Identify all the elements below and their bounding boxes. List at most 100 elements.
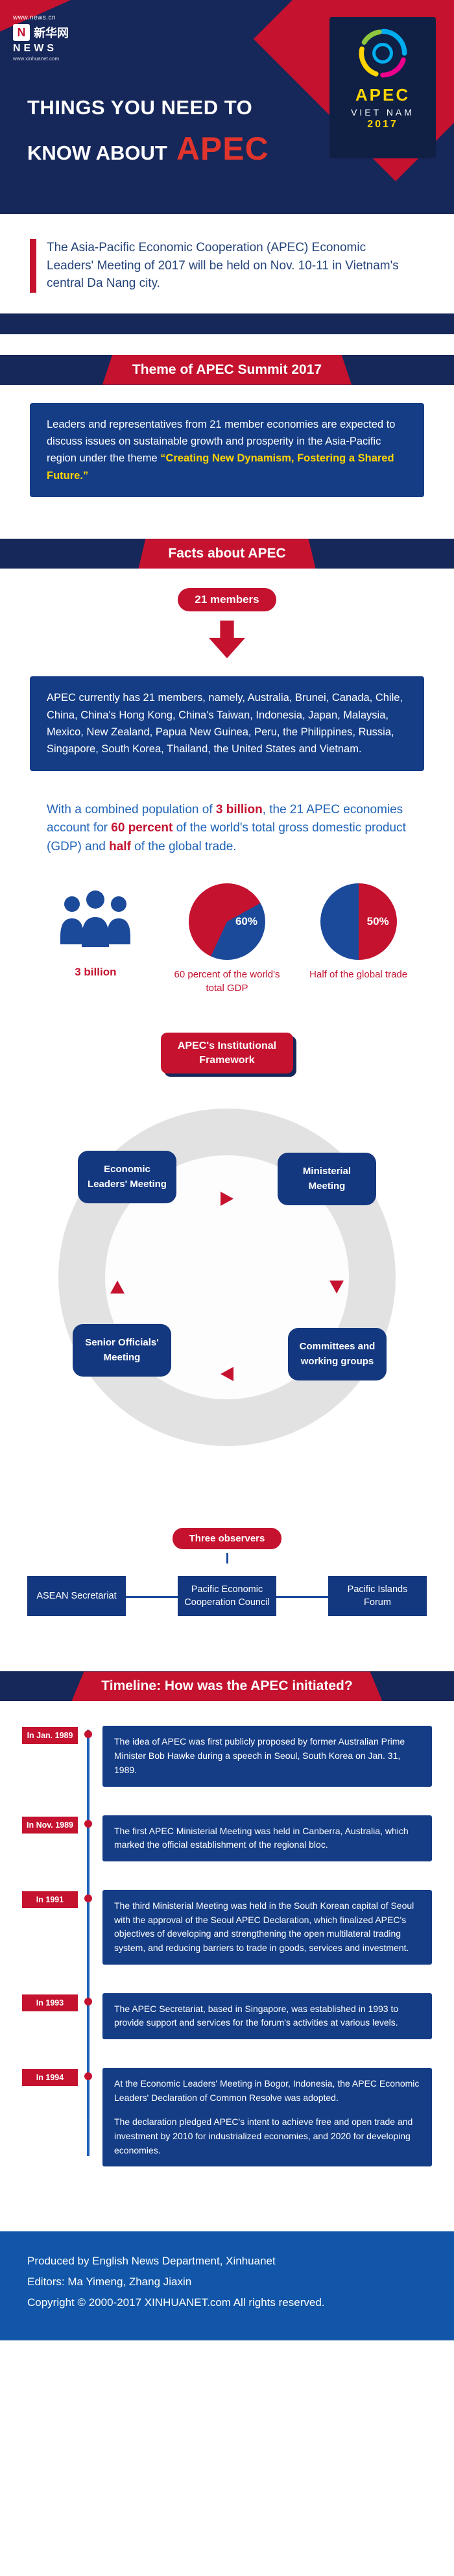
framework-badge-line1: APEC's Institutional bbox=[177, 1040, 277, 1052]
facts-banner: Facts about APEC bbox=[0, 539, 454, 569]
timeline-text-box: The APEC Secretariat, based in Singapore… bbox=[102, 1993, 432, 2040]
title-line2: KNOW ABOUT APEC bbox=[27, 130, 269, 167]
trade-stat-label: Half of the global trade bbox=[309, 969, 408, 981]
footer: Produced by English News Department, Xin… bbox=[0, 2231, 454, 2341]
population-text: With a combined population of bbox=[47, 802, 216, 816]
apec-swirl-icon bbox=[359, 29, 407, 78]
timeline-text-box: The idea of APEC was first publicly prop… bbox=[102, 1726, 432, 1787]
footer-copyright: Copyright © 2000-2017 XINHUANET.com All … bbox=[27, 2296, 325, 2309]
flow-arrow-icon bbox=[110, 1281, 125, 1294]
apec-2017-logo: APEC VIET NAM 2017 bbox=[329, 17, 436, 158]
population-text: , the 21 APEC economies account for bbox=[47, 802, 403, 835]
population-text: of the world's total gross domestic prod… bbox=[47, 821, 406, 853]
xinhuanet-url: www.xinhuanet.com bbox=[13, 56, 60, 62]
population-highlight-3: half bbox=[109, 839, 131, 853]
title-line1: THINGS YOU NEED TO bbox=[27, 96, 253, 119]
framework-badge-line2: Framework bbox=[199, 1054, 255, 1066]
site-url: www.news.cn bbox=[13, 14, 56, 21]
gdp-stat-label: 60 percent of the world's total GDP bbox=[174, 969, 280, 994]
xinhua-cn-wordmark: 新华网 bbox=[34, 27, 69, 40]
news-wordmark: NEWS bbox=[13, 43, 57, 54]
framework-diagram: Economic Leaders' Meeting Ministerial Me… bbox=[0, 1089, 454, 1504]
timeline-text-box: The third Ministerial Meeting was held i… bbox=[102, 1889, 432, 1965]
page-title: THINGS YOU NEED TO KNOW ABOUT APEC bbox=[27, 96, 269, 167]
xinhuanet-logo[interactable]: www.news.cn N 新华网 NEWS www.xinhuanet.com bbox=[13, 14, 69, 62]
theme-banner-title: Theme of APEC Summit 2017 bbox=[102, 354, 352, 385]
timeline-text: The idea of APEC was first publicly prop… bbox=[114, 1736, 405, 1775]
flow-arrow-icon bbox=[221, 1192, 233, 1207]
people-icon bbox=[60, 890, 131, 948]
footer-editors: Editors: Ma Yimeng, Zhang Jiaxin bbox=[27, 2275, 192, 2288]
timeline-item: In 1991 The third Ministerial Meeting wa… bbox=[22, 1889, 432, 1965]
timeline-date-badge: In 1991 bbox=[22, 1891, 78, 1908]
infographic-page: www.news.cn N 新华网 NEWS www.xinhuanet.com… bbox=[0, 0, 454, 2341]
gdp-stat: 60% 60 percent of the world's total GDP bbox=[165, 883, 289, 995]
logo-row: N 新华网 bbox=[13, 24, 69, 41]
population-highlight-2: 60 percent bbox=[111, 821, 173, 835]
observers-connector bbox=[226, 1553, 228, 1564]
apec-vietnam-2017-badge: APEC VIET NAM 2017 bbox=[253, 0, 454, 214]
badge-year-text: 2017 bbox=[367, 119, 398, 130]
timeline-banner: Timeline: How was the APEC initiated? bbox=[0, 1671, 454, 1702]
apec-wordmark: APEC bbox=[176, 130, 269, 167]
theme-banner: Theme of APEC Summit 2017 bbox=[0, 354, 454, 385]
timeline-line bbox=[87, 1730, 90, 2157]
population-stat: 3 billion bbox=[34, 883, 158, 980]
timeline-item: In Nov. 1989 The first APEC Ministerial … bbox=[22, 1815, 432, 1861]
badge-country-text: VIET NAM bbox=[351, 107, 414, 117]
observer-box-pacific-islands-forum: Pacific Islands Forum bbox=[328, 1576, 427, 1617]
intro-paragraph: The Asia-Pacific Economic Cooperation (A… bbox=[30, 239, 409, 293]
population-paragraph: With a combined population of 3 billion,… bbox=[47, 801, 407, 857]
timeline-banner-title: Timeline: How was the APEC initiated? bbox=[71, 1671, 383, 1702]
timeline-text: The declaration pledged APEC's intent to… bbox=[114, 2116, 413, 2155]
framework-badge: APEC's Institutional Framework bbox=[160, 1033, 294, 1074]
timeline-item: In Jan. 1989 The idea of APEC was first … bbox=[22, 1726, 432, 1787]
bubble-ministerial-meeting: Ministerial Meeting bbox=[278, 1153, 376, 1206]
flow-arrow-icon bbox=[329, 1281, 344, 1294]
footer-produced-by: Produced by English News Department, Xin… bbox=[27, 2255, 276, 2268]
timeline-text: At the Economic Leaders' Meeting in Bogo… bbox=[114, 2078, 420, 2103]
xinhua-n-icon: N bbox=[13, 24, 30, 41]
divider-bar bbox=[0, 313, 454, 334]
timeline-text: The first APEC Ministerial Meeting was h… bbox=[114, 1825, 409, 1850]
timeline-dot bbox=[84, 1894, 92, 1902]
down-arrow-icon bbox=[209, 620, 245, 659]
population-stat-label: 3 billion bbox=[75, 966, 117, 979]
facts-banner-title: Facts about APEC bbox=[138, 539, 316, 569]
timeline-text: The third Ministerial Meeting was held i… bbox=[114, 1900, 414, 1953]
timeline-dot bbox=[84, 1730, 92, 1739]
timeline-date-badge: In Jan. 1989 bbox=[22, 1727, 78, 1745]
observers-row: ASEAN Secretariat Pacific Economic Coope… bbox=[27, 1564, 427, 1628]
trade-stat: 50% Half of the global trade bbox=[296, 883, 420, 981]
theme-text: Leaders and representatives from 21 memb… bbox=[47, 418, 396, 465]
bubble-economic-leaders-meeting: Economic Leaders' Meeting bbox=[78, 1151, 176, 1204]
timeline-date-badge: In 1993 bbox=[22, 1994, 78, 2011]
theme-box: Leaders and representatives from 21 memb… bbox=[30, 402, 424, 498]
members-box: APEC currently has 21 members, namely, A… bbox=[30, 676, 424, 771]
population-highlight-1: 3 billion bbox=[215, 802, 263, 816]
timeline-item: In 1993 The APEC Secretariat, based in S… bbox=[22, 1993, 432, 2040]
timeline-text-box: At the Economic Leaders' Meeting in Bogo… bbox=[102, 2068, 432, 2167]
bubble-senior-officials-meeting: Senior Officials' Meeting bbox=[73, 1324, 171, 1377]
members-badge: 21 members bbox=[178, 588, 276, 612]
title-line2-text: KNOW ABOUT bbox=[27, 141, 167, 164]
observer-box-pecc: Pacific Economic Cooperation Council bbox=[178, 1576, 276, 1617]
population-text: of the global trade. bbox=[130, 839, 237, 853]
timeline-date-badge: In 1994 bbox=[22, 2069, 78, 2087]
badge-apec-text: APEC bbox=[355, 85, 411, 104]
observers-badge: Three observers bbox=[172, 1528, 282, 1550]
trade-pie-chart: 50% bbox=[320, 883, 397, 961]
bubble-committees-working-groups: Committees and working groups bbox=[288, 1328, 387, 1381]
header: www.news.cn N 新华网 NEWS www.xinhuanet.com… bbox=[0, 0, 454, 214]
timeline-dot bbox=[84, 1997, 92, 2006]
flow-arrow-icon bbox=[221, 1367, 233, 1382]
timeline-dot bbox=[84, 2072, 92, 2081]
timeline-date-badge: In Nov. 1989 bbox=[22, 1816, 78, 1834]
trade-pie-value: 50% bbox=[366, 915, 389, 928]
stats-row: 3 billion 60% 60 percent of the world's … bbox=[34, 883, 420, 995]
theme-highlight: “Creating New Dynamism, Fostering a Shar… bbox=[47, 452, 394, 482]
timeline-dot bbox=[84, 1819, 92, 1828]
gdp-pie-chart: 60% bbox=[189, 883, 265, 961]
timeline-text: The APEC Secretariat, based in Singapore… bbox=[114, 2003, 399, 2028]
timeline-item: In 1994 At the Economic Leaders' Meeting… bbox=[22, 2068, 432, 2167]
